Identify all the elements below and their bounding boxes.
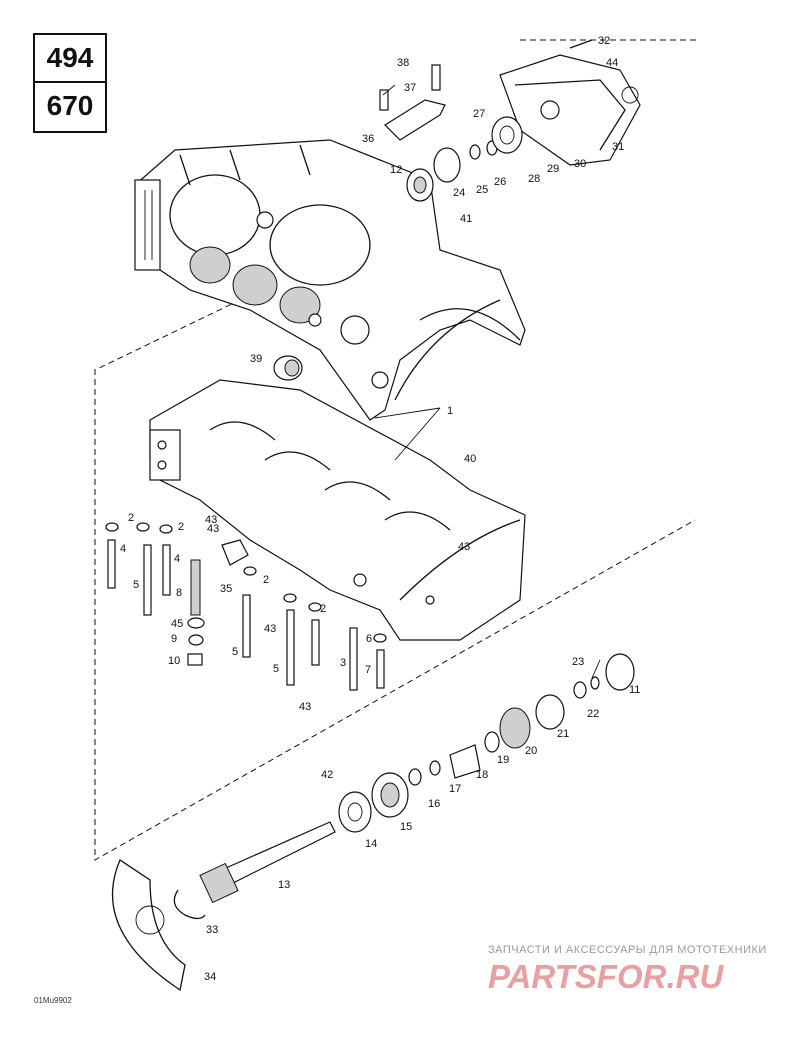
callout-2: 2	[178, 521, 184, 533]
callout-43: 43	[205, 514, 217, 526]
callout-17: 17	[449, 783, 461, 795]
callout-40: 40	[464, 453, 476, 465]
callout-26: 26	[494, 176, 506, 188]
callout-39: 39	[250, 353, 262, 365]
callout-42: 42	[321, 769, 333, 781]
callout-7: 7	[365, 664, 371, 676]
crankcase-bolts	[105, 522, 387, 691]
callout-44: 44	[606, 57, 618, 69]
callout-6: 6	[366, 633, 372, 645]
callout-29: 29	[547, 163, 559, 175]
rotary-valve-cover	[499, 39, 641, 166]
callout-15: 15	[400, 821, 412, 833]
lower-crankcase	[149, 379, 526, 641]
assembly-guide-lines	[94, 39, 700, 861]
callout-43: 43	[299, 701, 311, 713]
callout-10: 10	[168, 655, 180, 667]
callout-27: 27	[473, 108, 485, 120]
callout-43: 43	[458, 541, 470, 553]
callout-2: 2	[128, 512, 134, 524]
callout-25: 25	[476, 184, 488, 196]
drive-shaft-assembly	[112, 653, 635, 992]
callout-20: 20	[525, 745, 537, 757]
callout-33: 33	[206, 924, 218, 936]
model-code-494: 494	[35, 35, 105, 83]
callout-36: 36	[362, 133, 374, 145]
model-code-box: 494 670	[33, 33, 107, 133]
callout-34: 34	[204, 971, 216, 983]
callout-32: 32	[598, 35, 610, 47]
callout-35: 35	[220, 583, 232, 595]
callout-12: 12	[390, 164, 402, 176]
callout-8: 8	[176, 587, 182, 599]
callout-23: 23	[572, 656, 584, 668]
callout-5: 5	[273, 663, 279, 675]
watermark-logo-text: PARTSFOR.RU	[488, 958, 724, 994]
callout-21: 21	[557, 728, 569, 740]
watermark-logo: PARTSFOR.RU	[488, 958, 724, 994]
callout-14: 14	[365, 838, 377, 850]
callout-16: 16	[428, 798, 440, 810]
callout-18: 18	[476, 769, 488, 781]
callout-28: 28	[528, 173, 540, 185]
callout-2: 2	[320, 603, 326, 615]
callout-9: 9	[171, 633, 177, 645]
model-code-670: 670	[46, 90, 94, 121]
callout-3: 3	[340, 657, 346, 669]
callout-11: 11	[629, 684, 640, 696]
callout-1: 1	[447, 405, 453, 417]
callout-37: 37	[404, 82, 416, 94]
callout-5: 5	[133, 579, 139, 591]
callout-22: 22	[587, 708, 599, 720]
callout-38: 38	[397, 57, 409, 69]
drawing-code: 01Mu9902	[34, 996, 72, 1005]
callout-19: 19	[497, 754, 509, 766]
callout-2: 2	[263, 574, 269, 586]
callout-4: 4	[120, 543, 126, 555]
callout-30: 30	[574, 158, 586, 170]
plug-39	[273, 355, 303, 381]
leader-lines	[374, 84, 601, 679]
callout-41: 41	[460, 213, 472, 225]
callout-4: 4	[174, 553, 180, 565]
callout-13: 13	[278, 879, 290, 891]
upper-seal-stack	[379, 64, 523, 202]
callout-45: 45	[171, 618, 183, 630]
callout-43: 43	[264, 623, 276, 635]
watermark-tagline: ЗАПЧАСТИ И АКСЕССУАРЫ ДЛЯ МОТОТЕХНИКИ	[488, 944, 767, 956]
callout-5: 5	[232, 646, 238, 658]
callout-24: 24	[453, 187, 465, 199]
callout-43: 43	[207, 523, 219, 535]
upper-crankcase	[134, 139, 526, 421]
callout-31: 31	[612, 141, 624, 153]
